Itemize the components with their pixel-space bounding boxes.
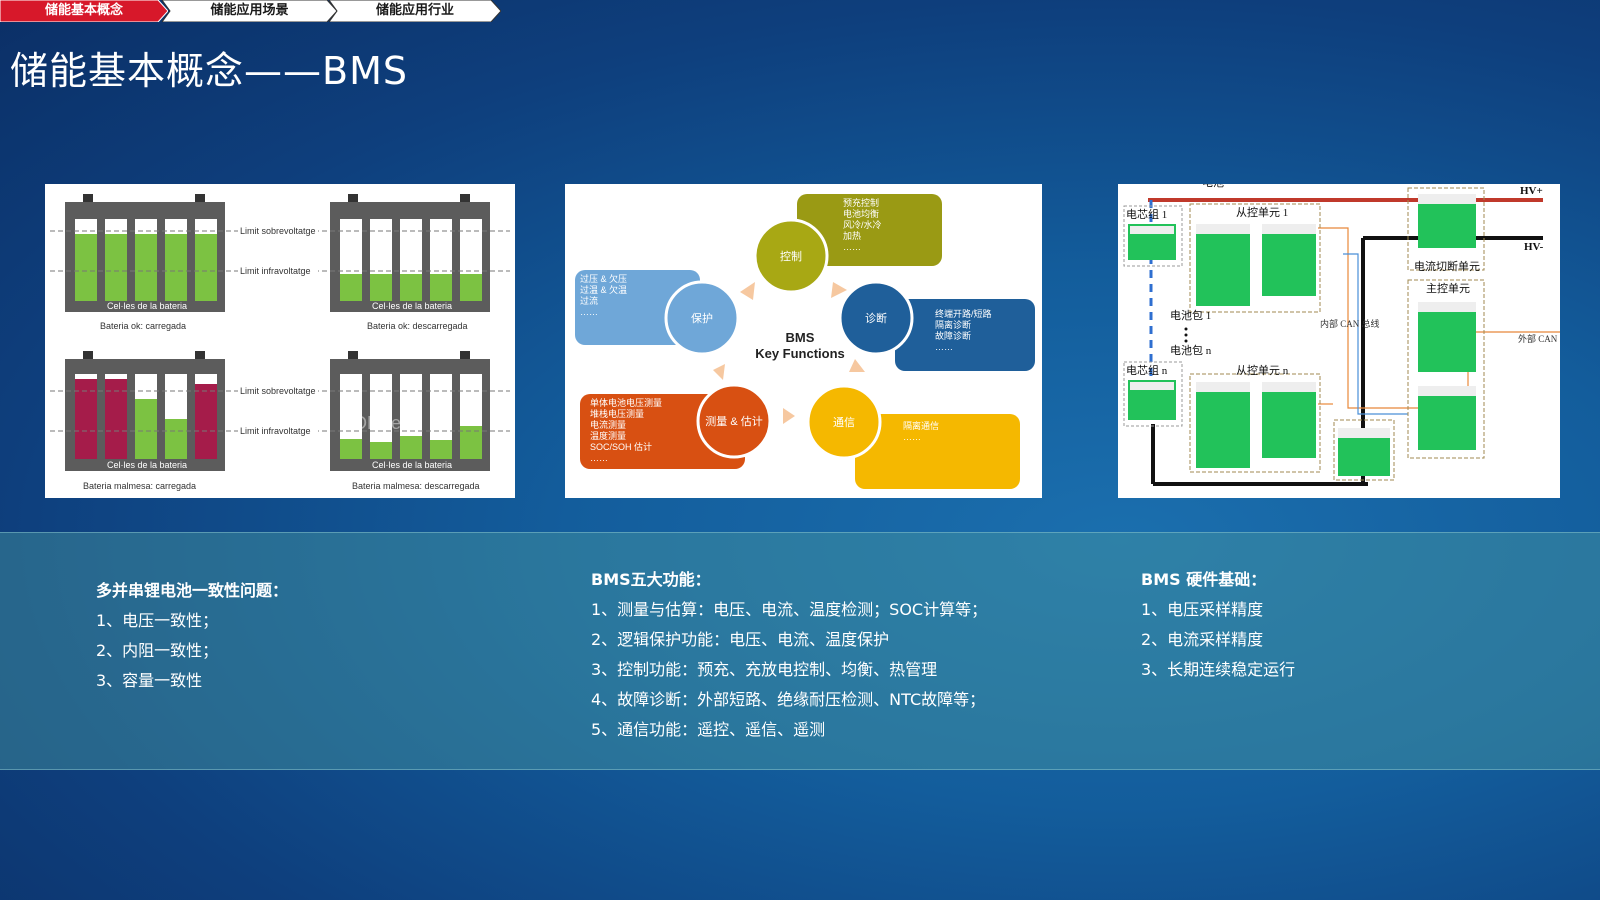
svg-text:预充控制: 预充控制 bbox=[843, 197, 879, 208]
hardware-basics-column: BMS 硬件基础： 1、电压采样精度 2、电流采样精度 3、长期连续稳定运行 bbox=[1141, 565, 1295, 685]
svg-text:过流: 过流 bbox=[580, 295, 598, 306]
bms-functions-column: BMS五大功能： 1、测量与估算：电压、电流、温度检测；SOC计算等； 2、逻辑… bbox=[591, 565, 987, 745]
svg-text:Cel·les de la bateria: Cel·les de la bateria bbox=[372, 301, 452, 311]
svg-text:电芯组 1: 电芯组 1 bbox=[1126, 207, 1167, 221]
svg-text:从控单元 n: 从控单元 n bbox=[1236, 363, 1289, 377]
measure-node bbox=[696, 383, 772, 459]
battery-bad-charged bbox=[65, 351, 225, 471]
svg-text:隔离诊断: 隔离诊断 bbox=[935, 319, 971, 330]
svg-text:……: …… bbox=[935, 342, 953, 352]
svg-text:单体电池电压测量: 单体电池电压测量 bbox=[590, 397, 662, 408]
svg-text:内部 CAN 总线: 内部 CAN 总线 bbox=[1320, 318, 1380, 329]
svg-text:BMS: BMS bbox=[786, 330, 815, 345]
svg-text:Cel·les de la bateria: Cel·les de la bateria bbox=[372, 460, 452, 470]
svg-text:电芯组 n: 电芯组 n bbox=[1126, 363, 1168, 377]
svg-text:温度测量: 温度测量 bbox=[590, 430, 626, 441]
battery-ok-discharged bbox=[330, 194, 490, 312]
svg-text:隔离通信: 隔离通信 bbox=[903, 420, 939, 431]
breadcrumb: 储能基本概念 储能应用场景 储能应用行业 bbox=[0, 0, 501, 22]
svg-text:风冷/水冷: 风冷/水冷 bbox=[843, 219, 882, 230]
svg-text:外部 CAN 总线: 外部 CAN 总线 bbox=[1518, 333, 1560, 344]
list-item: 1、电压采样精度 bbox=[1141, 600, 1264, 619]
control-node bbox=[753, 218, 829, 294]
battery-consistency-figure: Limit sobrevoltatge Limit infravoltatge … bbox=[45, 184, 515, 498]
svg-text:Bateria malmesa: descarregada: Bateria malmesa: descarregada bbox=[352, 481, 480, 491]
svg-text:Bateria ok: descarregada: Bateria ok: descarregada bbox=[367, 321, 468, 331]
list-item: 2、逻辑保护功能：电压、电流、温度保护 bbox=[591, 630, 890, 649]
protect-node bbox=[664, 280, 740, 356]
svg-text:……: …… bbox=[590, 453, 608, 463]
page-title: 储能基本概念——BMS bbox=[10, 49, 408, 93]
svg-text:电池均衡: 电池均衡 bbox=[843, 208, 879, 219]
svg-text:堆栈电压测量: 堆栈电压测量 bbox=[590, 408, 644, 419]
svg-text:过温 & 欠温: 过温 & 欠温 bbox=[580, 284, 627, 295]
svg-text:Limit infravoltatge: Limit infravoltatge bbox=[240, 426, 311, 436]
svg-text:……: …… bbox=[580, 307, 598, 317]
list-item: 3、控制功能：预充、充放电控制、均衡、热管理 bbox=[591, 660, 938, 679]
svg-text:控制: 控制 bbox=[780, 249, 802, 263]
battery-ok-charged bbox=[65, 194, 225, 312]
svg-text:Bateria ok: carregada: Bateria ok: carregada bbox=[100, 321, 186, 331]
svg-text:Bateria malmesa: carregada: Bateria malmesa: carregada bbox=[83, 481, 196, 491]
svg-text:Limit sobrevoltatge: Limit sobrevoltatge bbox=[240, 386, 316, 396]
svg-text:过压 & 欠压: 过压 & 欠压 bbox=[580, 273, 627, 284]
svg-text:HV+: HV+ bbox=[1520, 185, 1543, 197]
svg-text:SOC/SOH 估计: SOC/SOH 估计 bbox=[590, 441, 652, 452]
list-item: 1、测量与估算：电压、电流、温度检测；SOC计算等； bbox=[591, 600, 988, 619]
consistency-heading: 多并串锂电池一致性问题： bbox=[96, 581, 289, 600]
svg-text:Cel·les de la bateria: Cel·les de la bateria bbox=[107, 460, 187, 470]
info-band: 多并串锂电池一致性问题： 1、电压一致性； 2、内阻一致性； 3、容量一致性 B… bbox=[0, 532, 1600, 770]
communicate-node bbox=[806, 384, 882, 460]
functions-heading: BMS五大功能： bbox=[591, 570, 711, 589]
control-box bbox=[797, 194, 942, 266]
svg-text:通信: 通信 bbox=[833, 416, 855, 429]
bms-hardware-architecture-figure: 电芯组 1 电芯组 n 从控单元 1 从控单元 n 电池包 1 电池包 n 电流… bbox=[1118, 184, 1560, 498]
hardware-heading: BMS 硬件基础： bbox=[1141, 570, 1267, 589]
svg-text:电池包 n: 电池包 n bbox=[1170, 344, 1212, 357]
communicate-box bbox=[855, 414, 1020, 489]
svg-text:Cel·les de la bateria: Cel·les de la bateria bbox=[107, 301, 187, 311]
diagnose-node bbox=[838, 280, 914, 356]
list-item: 1、电压一致性； bbox=[96, 611, 219, 630]
nav-tab-application-industries[interactable]: 储能应用行业 bbox=[329, 0, 501, 22]
svg-text:终端开路/短路: 终端开路/短路 bbox=[935, 308, 992, 319]
nav-tab-application-scenarios[interactable]: 储能应用场景 bbox=[162, 0, 337, 22]
battery-bad-discharged bbox=[330, 351, 490, 471]
svg-text:Limit sobrevoltatge: Limit sobrevoltatge bbox=[240, 226, 316, 236]
svg-text:从控单元 1: 从控单元 1 bbox=[1236, 205, 1288, 219]
svg-text:电流切断单元: 电流切断单元 bbox=[1414, 259, 1480, 273]
svg-text:HV-: HV- bbox=[1524, 241, 1544, 253]
svg-text:故障诊断: 故障诊断 bbox=[935, 330, 971, 341]
list-item: 2、内阻一致性； bbox=[96, 641, 219, 660]
svg-text:诊断: 诊断 bbox=[865, 311, 887, 325]
svg-text:加热: 加热 bbox=[843, 230, 861, 241]
list-item: 2、电流采样精度 bbox=[1141, 630, 1264, 649]
svg-text:Key Functions: Key Functions bbox=[755, 346, 845, 361]
list-item: 5、通信功能：遥控、遥信、遥测 bbox=[591, 720, 826, 739]
svg-text:Limit infravoltatge: Limit infravoltatge bbox=[240, 266, 311, 276]
svg-text:电池包 1: 电池包 1 bbox=[1170, 309, 1211, 322]
svg-text:保护: 保护 bbox=[691, 311, 713, 325]
list-item: 3、长期连续稳定运行 bbox=[1141, 660, 1296, 679]
svg-text:……: …… bbox=[903, 432, 921, 442]
svg-text:电流测量: 电流测量 bbox=[590, 419, 626, 430]
consistency-issues-column: 多并串锂电池一致性问题： 1、电压一致性； 2、内阻一致性； 3、容量一致性 bbox=[96, 576, 288, 696]
diagnose-box bbox=[895, 299, 1035, 371]
list-item: 3、容量一致性 bbox=[96, 671, 203, 690]
svg-text:测量 & 估计: 测量 & 估计 bbox=[705, 415, 762, 428]
svg-text:……: …… bbox=[843, 242, 861, 252]
bms-key-functions-figure: 控制 诊断 通信 测量 & 估计 保护 BMS Key Functions 预充… bbox=[565, 184, 1042, 498]
svg-text:电池: 电池 bbox=[1202, 184, 1224, 189]
list-item: 4、故障诊断：外部短路、绝缘耐压检测、NTC故障等； bbox=[591, 690, 986, 709]
nav-tab-energy-storage-concepts[interactable]: 储能基本概念 bbox=[0, 0, 168, 22]
svg-text:主控单元: 主控单元 bbox=[1426, 281, 1470, 295]
svg-text:OFweek: OFweek bbox=[353, 413, 421, 433]
